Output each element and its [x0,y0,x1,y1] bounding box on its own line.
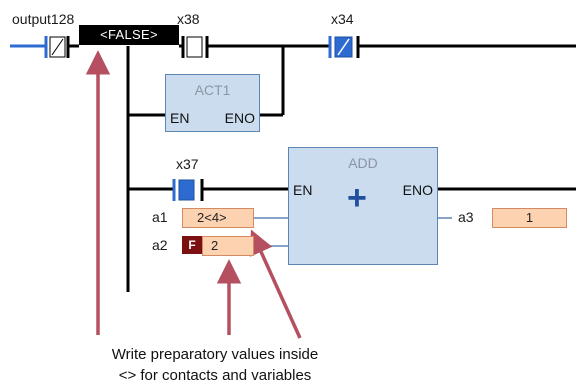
contact-output128-value[interactable]: <FALSE> [79,25,179,45]
contact-output128[interactable] [44,36,70,58]
annotation-arrows [85,50,302,339]
act1-en-pin: EN [170,110,190,126]
annotation-line-1: Write preparatory values inside [111,346,319,363]
variable-a2-flag-badge[interactable]: F [182,236,202,254]
variable-a2-value[interactable]: 2 [202,236,254,256]
variable-a3-value[interactable]: 1 [492,208,567,228]
add-title: ADD [348,155,378,171]
contact-x34[interactable] [328,36,360,58]
add-eno-pin: ENO [402,182,433,198]
variable-a2-label: a2 [152,237,168,253]
act1-branch [128,46,285,117]
add-plus-icon: + [347,179,367,217]
act1-title: ACT1 [194,82,231,98]
variable-a1-label: a1 [152,209,168,225]
add-en-pin: EN [293,182,313,198]
contact-output128-label: output128 [12,11,75,27]
contact-x34-label: x34 [331,11,354,27]
contact-x38-label: x38 [177,11,200,27]
act1-block[interactable]: ACT1 EN ENO [165,74,260,132]
annotation-line-2: <> for contacts and variables [118,367,312,384]
variable-a3-label: a3 [458,209,474,225]
contact-x37-label: x37 [176,156,199,172]
contact-x37[interactable] [172,179,204,201]
variable-a1-value[interactable]: 2<4> [182,208,254,228]
contact-x38[interactable] [181,36,209,58]
add-block[interactable]: ADD EN ENO + [288,147,438,265]
act1-eno-pin: ENO [224,110,255,126]
